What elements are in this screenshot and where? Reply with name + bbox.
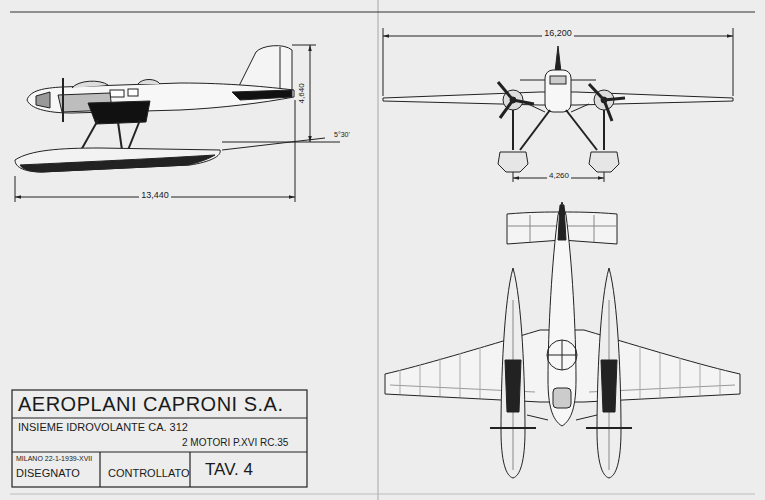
cell-text: DISEGNATO: [16, 467, 80, 479]
drawing-title: INSIEME IDROVOLANTE CA. 312: [18, 421, 188, 433]
company-name: AEROPLANI CAPRONI S.A.: [18, 393, 284, 415]
date-place: MILANO 22-1-1939-XVII: [16, 455, 92, 463]
dimension-text: 4,640: [298, 81, 307, 105]
dimension-text: 4,260: [547, 172, 571, 181]
dimension-text: 16,200: [542, 29, 574, 39]
dimension-text: 13,440: [139, 191, 171, 201]
cell-text: CONTROLLATO: [108, 467, 190, 479]
angle-text: 5°30': [332, 131, 352, 139]
sheet-number: TAV. 4: [205, 461, 253, 480]
engine-note: 2 MOTORI P.XVI RC.35: [182, 437, 288, 448]
